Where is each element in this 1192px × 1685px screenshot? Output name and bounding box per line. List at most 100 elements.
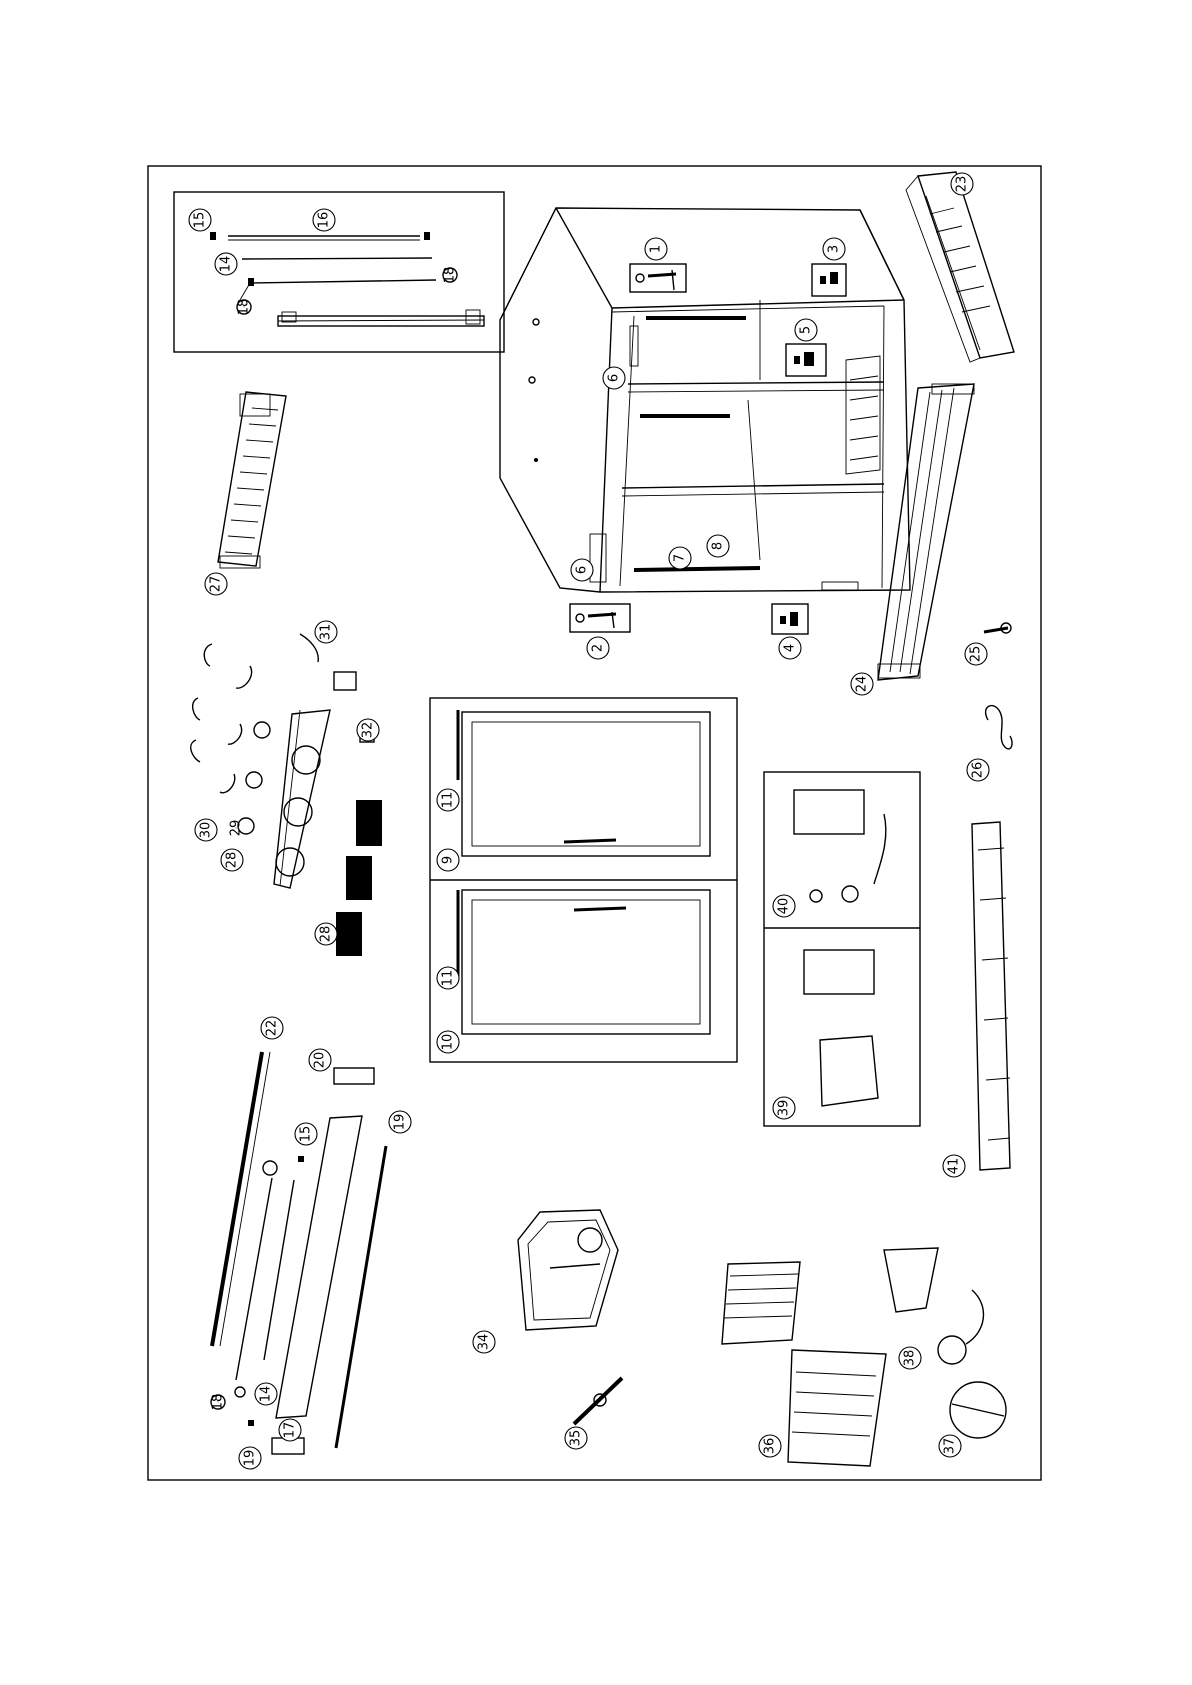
callout-c26: 26: [967, 759, 989, 781]
callout-c9: 9: [437, 849, 459, 871]
callout-label: 5: [799, 326, 814, 334]
callout-c30: 30: [195, 819, 217, 841]
callout-label: 8: [711, 542, 726, 550]
callout-label: 35: [569, 1430, 584, 1447]
light-housing-24: [878, 384, 974, 680]
callout-c28a: 28: [221, 849, 243, 871]
callout-label: 39: [777, 1100, 792, 1117]
callout-c18b: 18: [237, 299, 252, 316]
callout-c10: 10: [437, 1031, 459, 1053]
callout-c15b: 15: [295, 1123, 317, 1145]
callout-c4: 4: [779, 637, 801, 659]
callout-label: 28: [225, 852, 240, 869]
callout-label: 11: [441, 970, 456, 987]
callout-c36: 36: [759, 1435, 781, 1457]
callout-label: 6: [575, 566, 590, 574]
cabinet-body: [500, 208, 910, 592]
callout-label: 19: [243, 1450, 258, 1467]
condenser-41: [972, 822, 1010, 1170]
callout-label: 3: [827, 245, 842, 253]
bolt-25: [984, 623, 1011, 633]
callout-c39: 39: [773, 1097, 795, 1119]
callout-label: 1: [649, 245, 664, 253]
callout-c14b: 14: [255, 1383, 277, 1405]
callout-c19b: 19: [239, 1447, 261, 1469]
callout-c28b: 28: [315, 923, 337, 945]
callout-label: 36: [763, 1438, 778, 1455]
callout-label: 2: [591, 644, 606, 652]
callout-label: 22: [265, 1020, 280, 1037]
callout-c25: 25: [965, 643, 987, 665]
callout-label: 4: [783, 644, 798, 652]
callout-label: 29: [229, 820, 244, 837]
callout-label: 6: [607, 374, 622, 382]
condenser-36: [788, 1350, 886, 1466]
callout-c38: 38: [899, 1347, 921, 1369]
callout-label: 40: [777, 898, 792, 915]
callout-c18a: 18: [443, 267, 458, 284]
door-inset: [430, 698, 737, 1062]
callout-c7: 7: [669, 547, 691, 569]
callout-label: 30: [199, 822, 214, 839]
callout-c11a: 11: [437, 789, 459, 811]
callout-label: 37: [943, 1438, 958, 1455]
fan-bracket: [884, 1248, 938, 1312]
callout-label: 28: [319, 926, 334, 943]
callout-label: 31: [319, 624, 334, 641]
callout-label: 18: [443, 267, 458, 284]
callout-c15a: 15: [189, 209, 211, 231]
callout-c14a: 14: [215, 253, 237, 275]
callout-label: 23: [955, 176, 970, 193]
callout-c34: 34: [473, 1331, 495, 1353]
callout-label: 34: [477, 1334, 492, 1351]
callout-c6b: 6: [571, 559, 593, 581]
callout-label: 17: [283, 1422, 298, 1439]
callout-label: 10: [441, 1034, 456, 1051]
callout-label: 7: [673, 554, 688, 562]
callout-label: 38: [903, 1350, 918, 1367]
callout-c6a: 6: [603, 367, 625, 389]
callout-c37: 37: [939, 1435, 961, 1457]
callout-c8: 8: [707, 535, 729, 557]
callout-c5: 5: [795, 319, 817, 341]
callout-c17: 17: [279, 1419, 301, 1441]
thermostat-probe-35: [574, 1378, 622, 1424]
callout-c2: 2: [587, 637, 609, 659]
callout-c29: 29: [229, 820, 244, 837]
callout-label: 20: [313, 1052, 328, 1069]
callout-c16: 16: [313, 209, 335, 231]
callout-label: 26: [971, 762, 986, 779]
fan-shroud-assembly: [191, 634, 382, 956]
callout-c40: 40: [773, 895, 795, 917]
callout-label: 15: [193, 212, 208, 229]
callout-c32: 32: [357, 719, 379, 741]
callout-label: 41: [947, 1158, 962, 1175]
callout-c20: 20: [309, 1049, 331, 1071]
callout-label: 15: [299, 1126, 314, 1143]
callout-label: 32: [361, 722, 376, 739]
callout-label: 9: [441, 856, 456, 864]
callout-label: 14: [219, 256, 234, 273]
callout-c3: 3: [823, 238, 845, 260]
callout-label: 27: [209, 576, 224, 593]
callout-c31: 31: [315, 621, 337, 643]
callout-c19a: 19: [389, 1111, 411, 1133]
callout-label: 14: [259, 1386, 274, 1403]
lower-light-strip-parts: [211, 1052, 386, 1454]
condenser-coil: [722, 1262, 800, 1344]
callout-c27: 27: [205, 573, 227, 595]
callout-c41: 41: [943, 1155, 965, 1177]
callout-c18c: 18: [211, 1394, 226, 1411]
callout-label: 18: [211, 1394, 226, 1411]
callout-c11b: 11: [437, 967, 459, 989]
callout-c1: 1: [645, 238, 667, 260]
callout-label: 19: [393, 1114, 408, 1131]
diagram-frame: [148, 166, 1041, 1480]
evaporator-27: [218, 392, 286, 568]
callout-label: 16: [317, 212, 332, 229]
power-cord-26: [986, 706, 1012, 749]
callout-label: 25: [969, 646, 984, 663]
callout-label: 24: [855, 676, 870, 693]
fan-blade-37: [950, 1382, 1006, 1438]
